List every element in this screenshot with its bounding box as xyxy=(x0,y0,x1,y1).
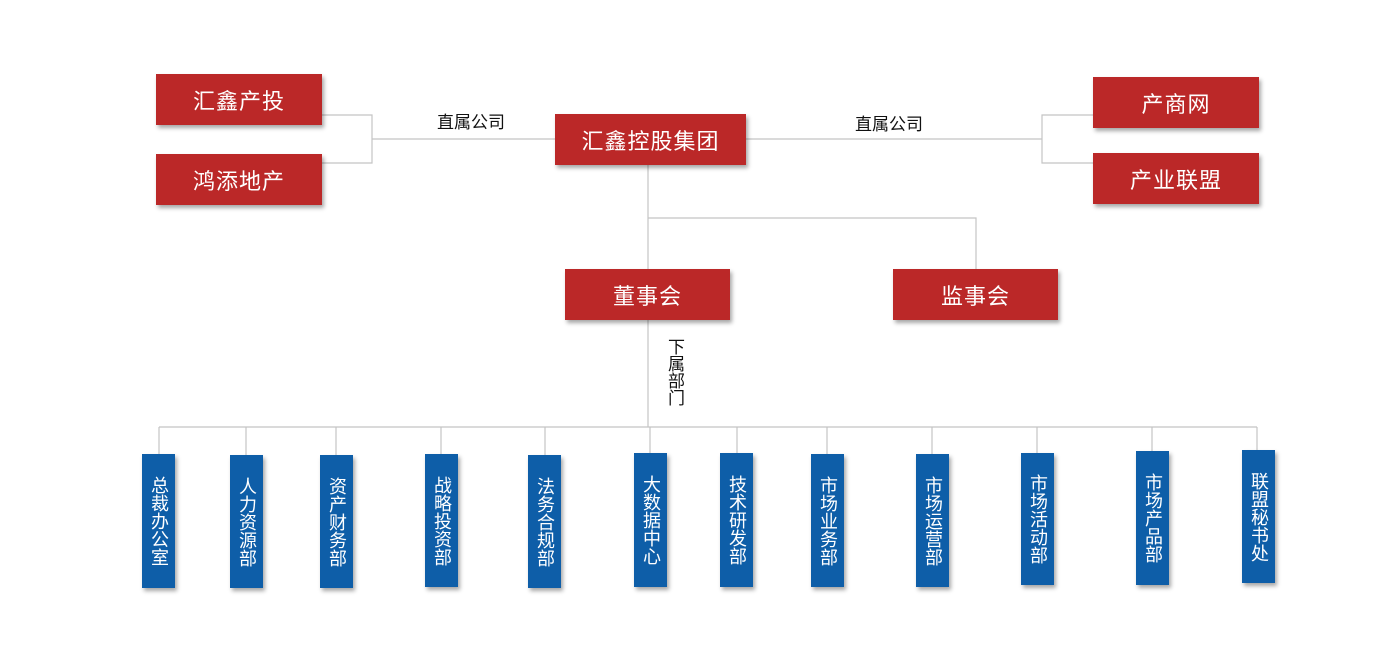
department-box[interactable]: 战略投资部 xyxy=(425,454,458,587)
department-box[interactable]: 人力资源部 xyxy=(230,455,263,588)
subsidiary-name: 汇鑫产投 xyxy=(192,89,285,115)
board-of-supervisors-label: 监事会 xyxy=(940,284,1010,310)
right-link-label: 直属公司 xyxy=(855,115,923,135)
board-of-supervisors-box[interactable]: 监事会 xyxy=(893,269,1058,320)
department-name: 法务合规部 xyxy=(534,476,555,567)
subsidiary-left-1[interactable]: 汇鑫产投 xyxy=(156,74,322,125)
department-name: 资产财务部 xyxy=(326,476,347,567)
department-box[interactable]: 总裁办公室 xyxy=(142,454,175,588)
connector-dept-drop xyxy=(158,427,1258,455)
subsidiary-name: 产商网 xyxy=(1141,92,1211,118)
group-name: 汇鑫控股集团 xyxy=(581,129,720,155)
connector-to-supervisors xyxy=(648,217,977,270)
group-box[interactable]: 汇鑫控股集团 xyxy=(555,114,746,165)
department-box[interactable]: 市场活动部 xyxy=(1021,453,1054,585)
department-name: 联盟秘书处 xyxy=(1248,471,1269,562)
department-box[interactable]: 技术研发部 xyxy=(720,453,753,587)
department-name: 市场业务部 xyxy=(817,475,838,566)
connector-left-bracket xyxy=(322,114,373,164)
subsidiary-left-2[interactable]: 鸿添地产 xyxy=(156,154,322,205)
department-box[interactable]: 大数据中心 xyxy=(634,453,667,587)
department-box[interactable]: 市场业务部 xyxy=(811,454,844,587)
department-name: 技术研发部 xyxy=(726,475,747,565)
subsidiary-right-1[interactable]: 产商网 xyxy=(1093,77,1259,128)
department-name: 市场产品部 xyxy=(1142,473,1163,563)
department-box[interactable]: 市场产品部 xyxy=(1136,451,1169,585)
department-name: 人力资源部 xyxy=(236,476,257,567)
department-box[interactable]: 法务合规部 xyxy=(528,455,561,588)
department-name: 市场活动部 xyxy=(1027,474,1048,564)
department-name: 大数据中心 xyxy=(640,475,661,565)
department-name: 总裁办公室 xyxy=(148,476,169,566)
board-of-directors-label: 董事会 xyxy=(612,284,682,310)
board-of-directors-box[interactable]: 董事会 xyxy=(565,269,730,320)
department-name: 战略投资部 xyxy=(431,475,452,566)
department-box[interactable]: 联盟秘书处 xyxy=(1242,450,1275,583)
subsidiary-name: 鸿添地产 xyxy=(192,169,285,195)
connector-right-bracket xyxy=(1041,114,1093,164)
department-box[interactable]: 市场运营部 xyxy=(916,454,949,587)
subsidiary-name: 产业联盟 xyxy=(1129,168,1222,194)
department-name: 市场运营部 xyxy=(922,475,943,566)
subsidiary-right-2[interactable]: 产业联盟 xyxy=(1093,153,1259,204)
left-link-label: 直属公司 xyxy=(437,113,505,133)
departments-label: 下属部门 xyxy=(664,338,684,406)
department-box[interactable]: 资产财务部 xyxy=(320,455,353,588)
